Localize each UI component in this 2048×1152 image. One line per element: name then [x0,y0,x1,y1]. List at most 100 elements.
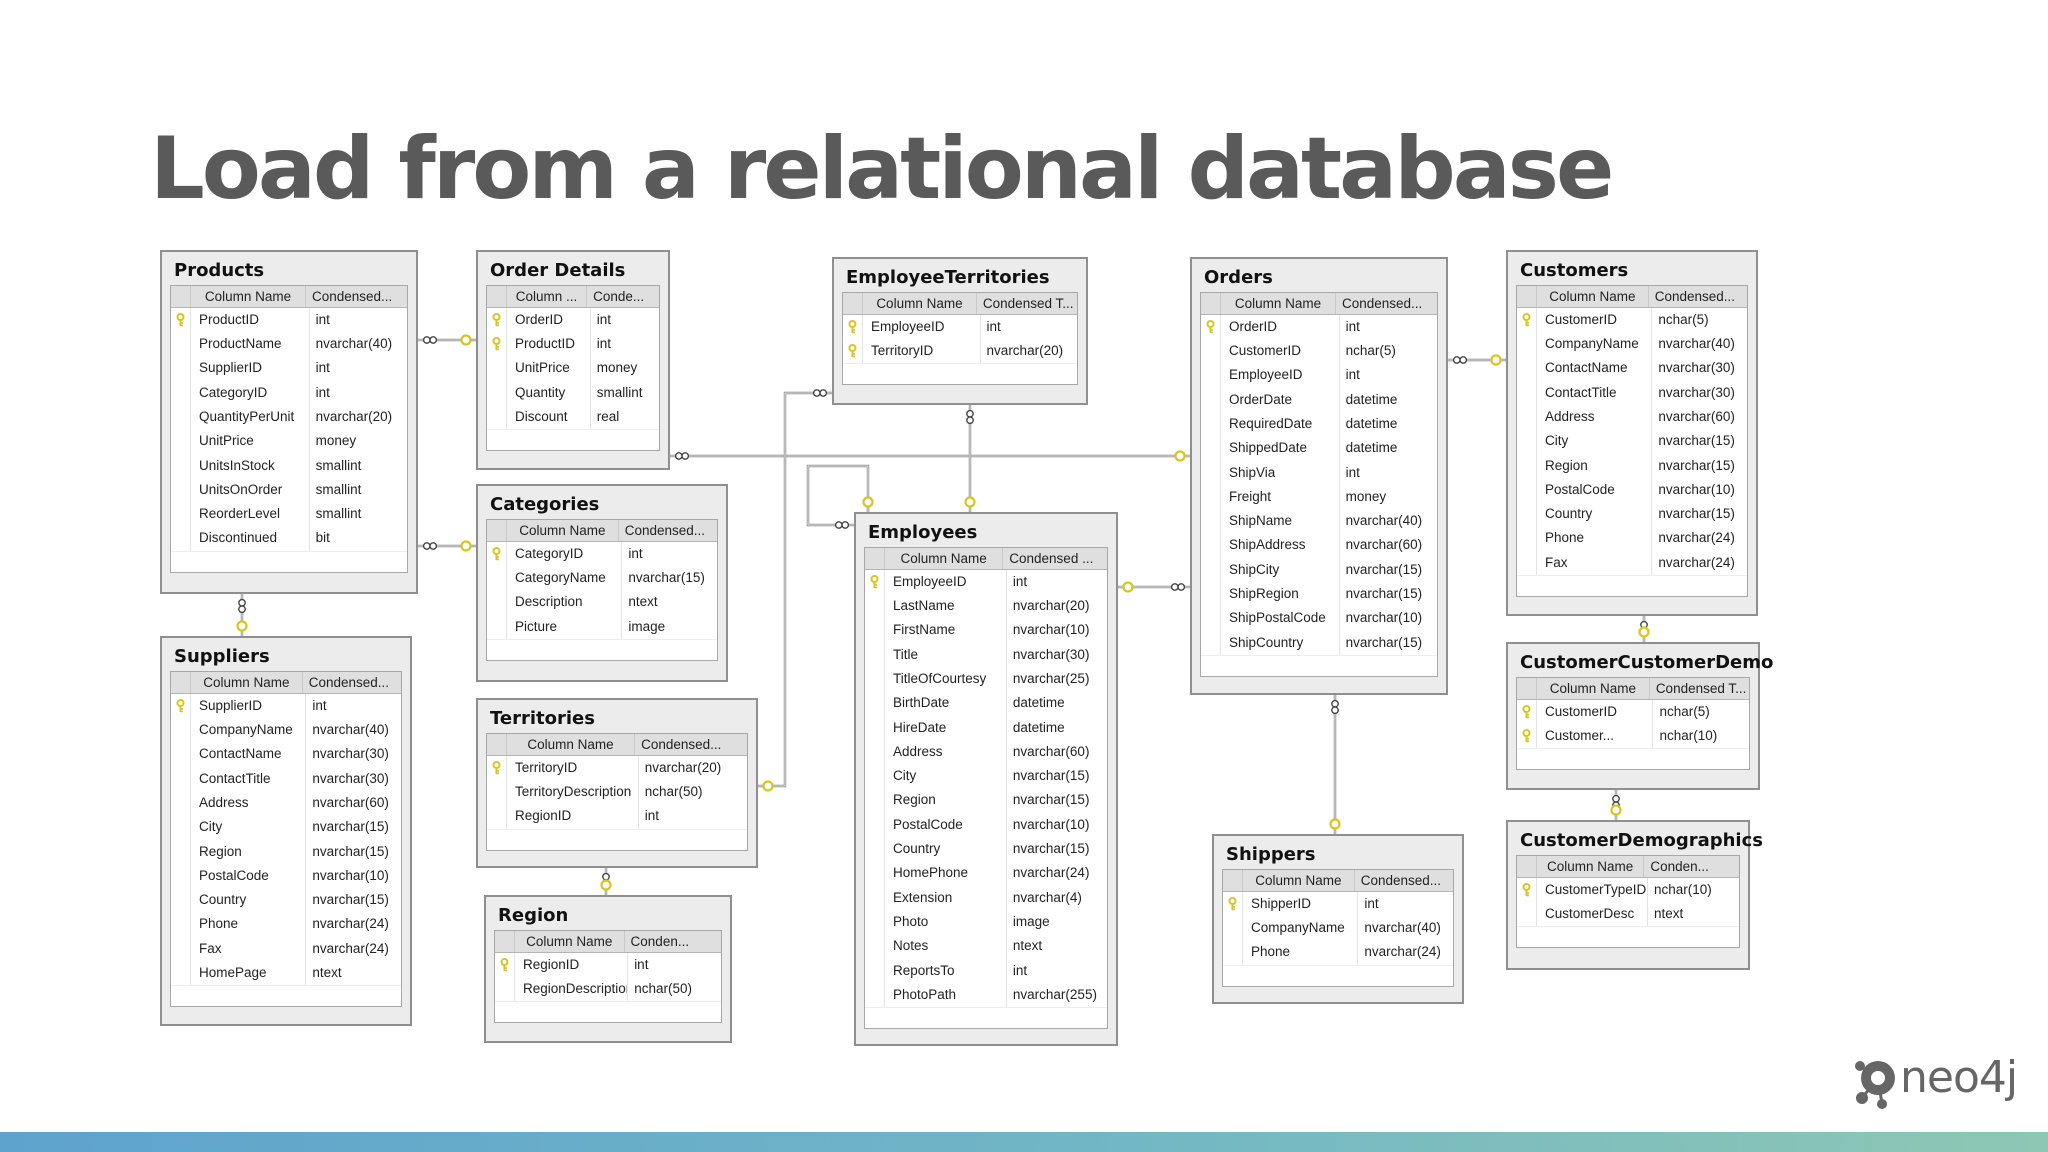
header-condensed-type[interactable]: Condensed... [1654,288,1736,304]
header-condensed-type[interactable]: Condensed ... [1009,550,1094,566]
header-condensed-type[interactable]: Conde... [593,288,645,304]
header-column-name[interactable]: Column Name [1221,292,1336,314]
header-column-name[interactable]: Column Name [885,547,1004,569]
header-column-name[interactable]: Column Name [507,519,619,541]
header-condensed-type[interactable]: Condensed... [624,522,706,538]
header-condensed-type[interactable]: Condensed T... [982,295,1074,311]
header-column-name[interactable]: Column Name [863,292,977,314]
header-column-name[interactable]: Column Name [1243,869,1355,891]
header-column-name[interactable]: Column Name [191,285,306,307]
header-condensed-type[interactable]: Condensed... [1360,872,1442,888]
header-condensed-type[interactable]: Condensed T... [1655,680,1747,696]
header-column-name[interactable]: Column Name [1537,285,1649,307]
header-column-name[interactable]: Column Name [515,930,625,952]
header-condensed-type[interactable]: Condensed... [1342,295,1423,311]
column-row[interactable]: Customer...nchar(10) [1517,724,1749,749]
header-condensed-type[interactable]: Conden... [630,933,690,949]
header-condensed-type[interactable]: Condensed... [641,736,722,752]
header-column-name[interactable]: Column Name [191,671,303,693]
header-column-name[interactable]: Column Name [507,733,636,755]
header-column-name[interactable]: Column ... [507,285,588,307]
